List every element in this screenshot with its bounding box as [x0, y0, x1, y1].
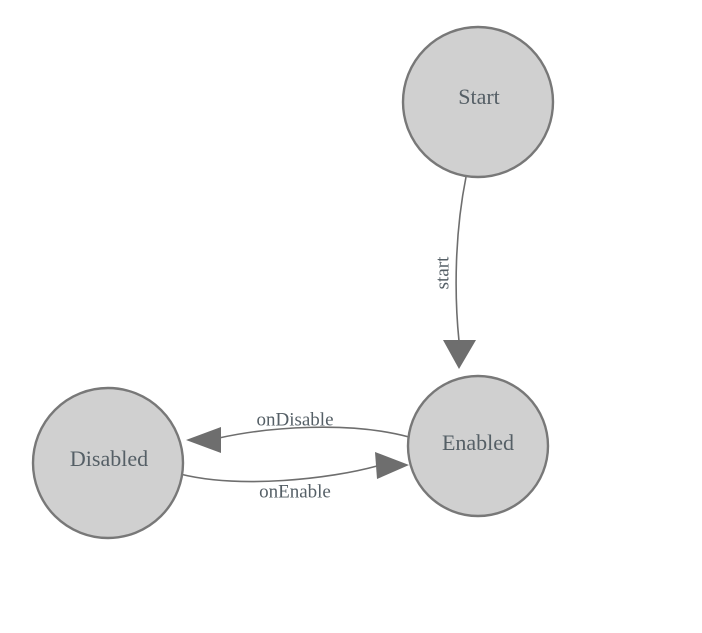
node-enabled[interactable]: Enabled: [406, 374, 550, 518]
node-disabled-circle: [31, 386, 185, 540]
edge-label-ondisable: onDisable: [256, 409, 333, 430]
arrowhead-into-enabled-from-start: [443, 340, 476, 369]
node-start-label: Start: [458, 84, 500, 109]
edge-path-enabled-to-disabled: [218, 426, 410, 439]
arrowhead-into-disabled: [186, 427, 221, 453]
edge-path-disabled-to-enabled: [179, 465, 378, 483]
edge-path-start-to-enabled: [455, 176, 467, 342]
edge-start-to-enabled[interactable]: start: [432, 176, 476, 369]
edge-disabled-to-enabled[interactable]: onEnable: [179, 452, 409, 502]
edge-label-onenable: onEnable: [259, 481, 331, 502]
edge-enabled-to-disabled[interactable]: onDisable: [186, 409, 410, 453]
edge-label-start: start: [432, 256, 453, 289]
node-enabled-label: Enabled: [442, 430, 514, 455]
node-disabled[interactable]: Disabled: [31, 386, 185, 540]
node-start[interactable]: Start: [401, 25, 555, 179]
arrowhead-into-enabled-from-disabled: [375, 452, 409, 479]
node-start-circle: [401, 25, 555, 179]
node-enabled-circle: [406, 374, 550, 518]
node-disabled-label: Disabled: [70, 446, 148, 471]
